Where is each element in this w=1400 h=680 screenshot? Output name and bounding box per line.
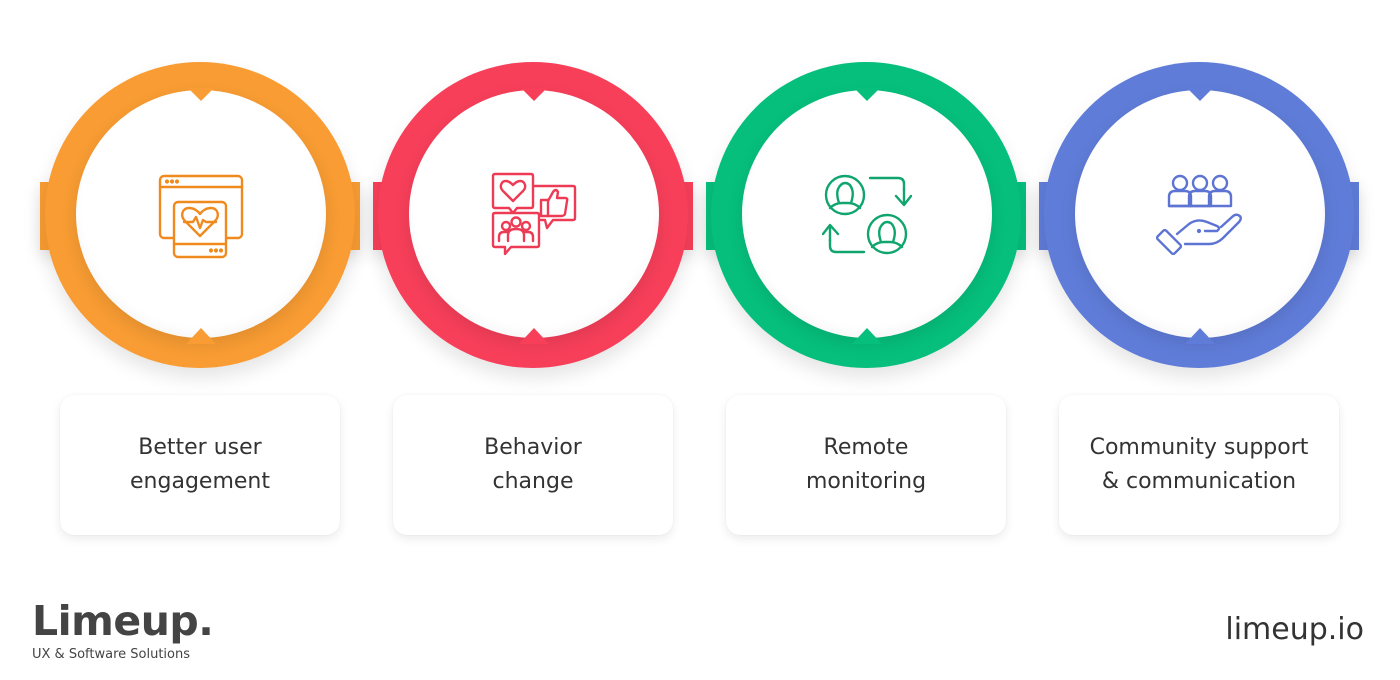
- step-community-support: Community support & communication: [999, 0, 1359, 560]
- step-label-card: Behavior change: [393, 395, 673, 535]
- user-exchange-icon: [821, 170, 913, 260]
- step-label-card: Better user engagement: [60, 395, 340, 535]
- notch-bottom-icon: [186, 328, 216, 344]
- social-feedback-icon: [489, 170, 579, 260]
- ring-inner-circle: [742, 90, 992, 338]
- notch-top-icon: [188, 88, 214, 101]
- notch-bottom-icon: [852, 328, 882, 344]
- ring-inner-circle: [1075, 90, 1325, 338]
- step-ring: [333, 0, 693, 380]
- notch-top-icon: [521, 88, 547, 101]
- step-label-line1: Behavior: [484, 435, 582, 460]
- step-ring: [0, 0, 360, 380]
- step-label-line2: change: [492, 469, 574, 494]
- logo-tagline: UX & Software Solutions: [32, 647, 190, 662]
- notch-top-icon: [854, 88, 880, 101]
- website-link[interactable]: limeup.io: [1225, 612, 1364, 647]
- step-behavior-change: Behavior change: [333, 0, 693, 560]
- step-label-line1: Community support: [1089, 435, 1309, 460]
- notch-bottom-icon: [519, 328, 549, 344]
- heart-monitor-icon: [156, 170, 246, 260]
- step-remote-monitoring: Remote monitoring: [666, 0, 1026, 560]
- step-better-user-engagement: Better user engagement: [0, 0, 360, 560]
- step-label-line2: & communication: [1101, 469, 1297, 494]
- community-hand-icon: [1155, 170, 1245, 260]
- logo-name: Limeup.: [32, 597, 214, 645]
- step-ring: [666, 0, 1026, 380]
- step-label-line2: monitoring: [805, 469, 927, 494]
- step-label-card: Community support & communication: [1059, 395, 1339, 535]
- step-label-card: Remote monitoring: [726, 395, 1006, 535]
- notch-top-icon: [1187, 88, 1213, 101]
- step-label-line1: Remote: [823, 435, 909, 460]
- step-ring: [999, 0, 1359, 380]
- step-label-line1: Better user: [138, 435, 262, 460]
- limeup-logo: Limeup. UX & Software Solutions: [32, 597, 214, 662]
- notch-bottom-icon: [1185, 328, 1215, 344]
- step-label-line2: engagement: [130, 469, 270, 494]
